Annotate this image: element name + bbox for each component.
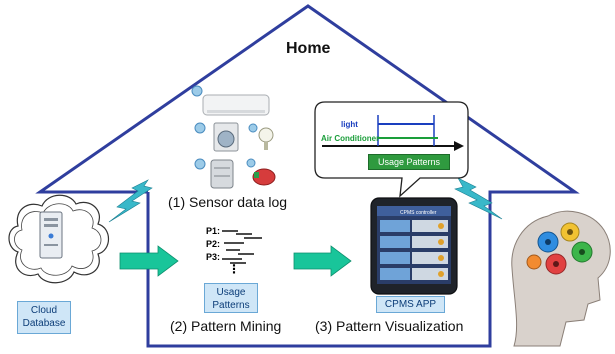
pattern-ellipsis: ⋮ [228,262,240,276]
usage-patterns-box: Usage Patterns [204,283,258,313]
lightning-icon [108,179,153,223]
arrow-right-icon [119,245,179,277]
pattern-lines [222,230,262,264]
fan-icon [248,123,274,150]
caption-pattern-mining: (2) Pattern Mining [170,318,282,334]
pattern-label: P3: [206,252,221,262]
cloud-database-box: Cloud Database [17,301,71,334]
lightning-icon [454,177,503,220]
pattern-label: P1: [206,226,221,236]
air-conditioner-icon [191,85,270,116]
house-outline [35,4,580,348]
timeline-ac-label: Air Conditioner [321,134,379,143]
app-screen-header: CPMS controller [400,210,437,216]
cloud-server-icon [8,194,110,284]
usage-patterns-bubble-box: Usage Patterns [368,154,450,170]
cpms-app-box: CPMS APP [376,296,445,313]
smartphone-icon: CPMS controller [370,197,458,295]
brain-gears-icon [511,210,611,347]
washing-machine-icon [194,122,239,152]
timeline-light-label: light [341,120,358,129]
pattern-label: P2: [206,239,221,249]
caption-sensor-data-log: (1) Sensor data log [168,194,288,210]
caption-pattern-visualization: (3) Pattern Visualization [315,318,464,334]
heater-icon [194,158,234,189]
arrow-right-icon [293,245,352,277]
usage-timeline [322,115,464,151]
kettle-icon [246,158,276,186]
speech-bubble [314,101,469,198]
page-title: Home [286,40,331,57]
